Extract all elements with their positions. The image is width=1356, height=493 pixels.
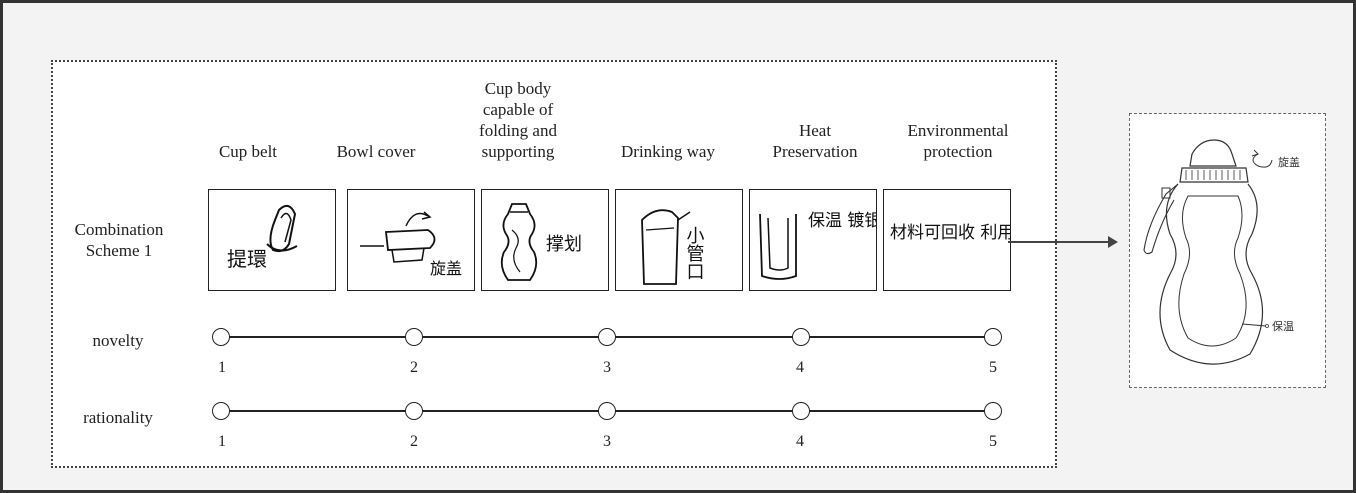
combined-cup-sketch-icon: 旋盖 保温 bbox=[1129, 113, 1326, 388]
rationality-label: rationality bbox=[83, 408, 153, 427]
bowl-cover-sketch-icon: 旋盖 bbox=[347, 189, 475, 291]
column-header-heat-preservation: Heat Preservation bbox=[772, 121, 858, 161]
rationality-number-1: 1 bbox=[218, 433, 226, 450]
rationality-dot-3 bbox=[598, 402, 616, 420]
novelty-number-4: 4 bbox=[796, 359, 804, 376]
rationality-number-2: 2 bbox=[410, 433, 418, 450]
result-top-annotation: 旋盖 bbox=[1278, 155, 1300, 169]
rationality-dot-5 bbox=[984, 402, 1002, 420]
rationality-dot-2 bbox=[405, 402, 423, 420]
column-header-bowl-cover: Bowl cover bbox=[336, 142, 416, 161]
result-bottom-annotation: 保温 bbox=[1272, 319, 1294, 333]
novelty-label: novelty bbox=[92, 331, 144, 350]
environmental-protection-sketch-icon: 材料可回收 利用. bbox=[883, 189, 1011, 291]
column-header-drinking-way: Drinking way bbox=[621, 142, 715, 161]
novelty-dot-3 bbox=[598, 328, 616, 346]
novelty-dot-5 bbox=[984, 328, 1002, 346]
arrow-line bbox=[1008, 241, 1110, 243]
column-header-environmental-protection: Environmental protection bbox=[907, 121, 1009, 161]
arrow-head-icon bbox=[1108, 236, 1118, 248]
combination-panel: Cup belt Bowl cover Cup body capable of … bbox=[51, 60, 1057, 468]
drinking-way-sketch-icon: 小管口 bbox=[615, 189, 743, 291]
rationality-number-3: 3 bbox=[603, 433, 611, 450]
column-header-folding-cup-body: Cup body capable of folding and supporti… bbox=[479, 79, 557, 161]
rationality-number-5: 5 bbox=[989, 433, 997, 450]
novelty-number-3: 3 bbox=[603, 359, 611, 376]
novelty-dot-2 bbox=[405, 328, 423, 346]
novelty-dot-4 bbox=[792, 328, 810, 346]
novelty-number-2: 2 bbox=[410, 359, 418, 376]
folding-handwriting: 撑划 bbox=[546, 234, 582, 255]
bowl-cover-handwriting: 旋盖 bbox=[430, 259, 462, 278]
column-header-cup-belt: Cup belt bbox=[218, 142, 278, 161]
combination-scheme-label: Combination Scheme 1 bbox=[74, 220, 164, 260]
folding-cup-body-sketch-icon: 撑划 bbox=[481, 189, 609, 291]
drinking-handwriting: 小管口 bbox=[684, 226, 705, 280]
env-handwriting: 材料可回收 利用. bbox=[890, 223, 1010, 243]
cup-belt-sketch-icon: 提環 bbox=[208, 189, 336, 291]
novelty-number-5: 5 bbox=[989, 359, 997, 376]
heat-preservation-sketch-icon: 保温 镀银 bbox=[749, 189, 877, 291]
heat-handwriting: 保温 镀银 bbox=[808, 211, 876, 231]
novelty-number-1: 1 bbox=[218, 359, 226, 376]
cup-belt-handwriting: 提環 bbox=[227, 247, 267, 271]
rationality-dot-4 bbox=[792, 402, 810, 420]
rationality-dot-1 bbox=[212, 402, 230, 420]
rationality-number-4: 4 bbox=[796, 433, 804, 450]
novelty-dot-1 bbox=[212, 328, 230, 346]
